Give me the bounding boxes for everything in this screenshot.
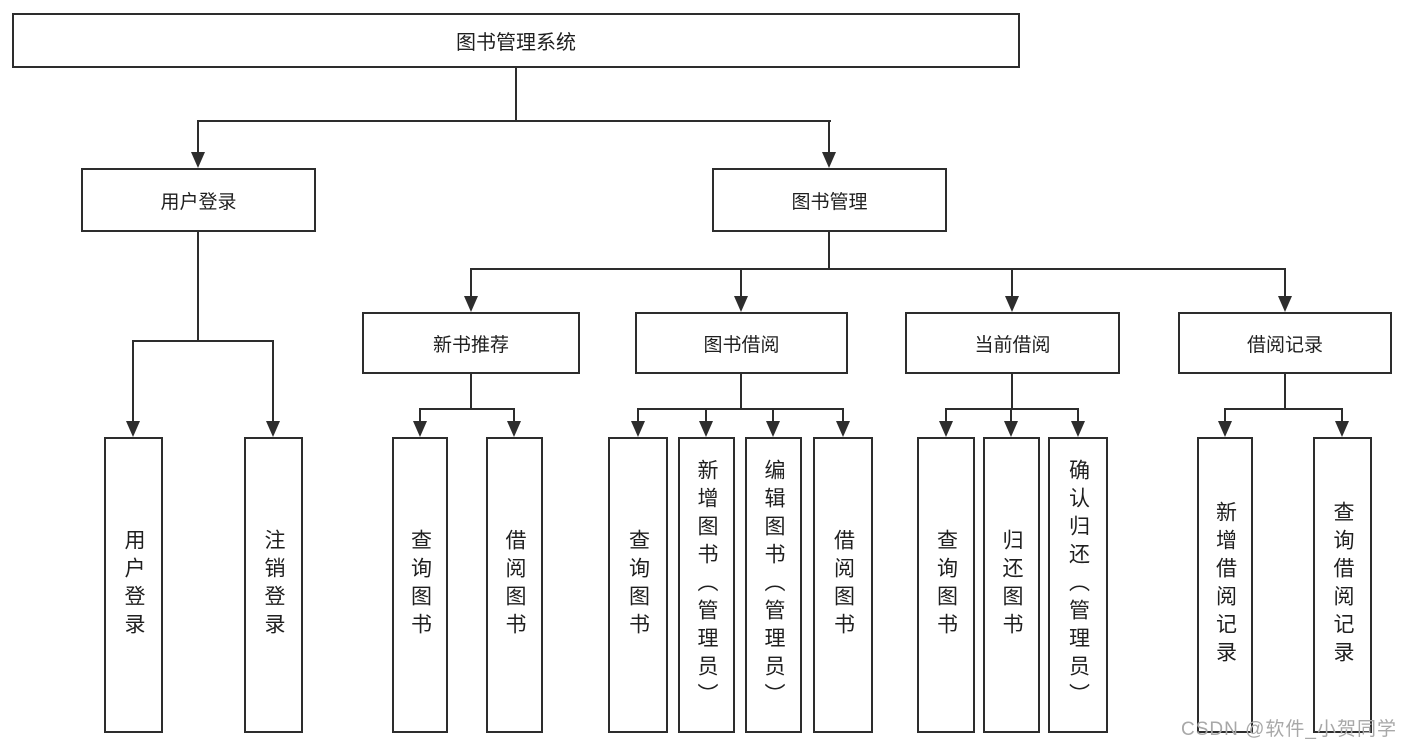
leaf-label: 注销登录 [262,529,285,641]
connector-line [132,340,273,342]
connector-line [945,408,947,422]
leaf-label: 查询借阅记录 [1331,501,1354,669]
connector-line [470,374,472,408]
node-label: 用户登录 [160,191,237,213]
leaf-label: 查询图书 [408,529,432,641]
node-label: 图书借阅 [703,334,780,356]
leaf-bb-add-books-admin: 新增图书（管理员） [678,437,735,733]
connector-line [132,340,134,422]
arrowhead-down-icon [631,421,645,437]
connector-line [1224,408,1226,422]
arrowhead-down-icon [699,421,713,437]
leaf-label: 新增借阅记录 [1213,501,1237,669]
node-book-management: 图书管理 [712,168,947,232]
node-root-library-management-system: 图书管理系统 [12,13,1020,68]
arrowhead-down-icon [191,152,205,168]
connector-line [197,232,199,340]
arrowhead-down-icon [413,421,427,437]
arrowhead-down-icon [464,296,478,312]
leaf-user-login: 用户登录 [104,437,163,733]
leaf-cb-query-books: 查询图书 [917,437,975,733]
arrowhead-down-icon [126,421,140,437]
arrowhead-down-icon [507,421,521,437]
connector-line [705,408,707,422]
leaf-cb-confirm-return-admin: 确认归还（管理员） [1048,437,1108,733]
connector-line [637,408,843,410]
leaf-bb-query-books: 查询图书 [608,437,668,733]
connector-line [1341,408,1343,422]
connector-line [1011,374,1013,408]
connector-line [1077,408,1079,422]
arrowhead-down-icon [836,421,850,437]
leaf-label: 确认归还（管理员） [1066,459,1090,711]
leaf-nbr-query-books: 查询图书 [392,437,448,733]
connector-line [1011,268,1013,296]
connector-line [1284,374,1286,408]
node-label: 图书管理 [791,191,868,213]
connector-line [515,68,517,120]
leaf-label: 新增图书（管理员） [695,459,718,711]
connector-line [637,408,639,422]
arrowhead-down-icon [1071,421,1085,437]
leaf-nbr-borrow-books: 借阅图书 [486,437,543,733]
arrowhead-down-icon [1278,296,1292,312]
connector-line [842,408,844,422]
connector-line [513,408,515,422]
node-label: 新书推荐 [432,334,509,356]
arrowhead-down-icon [266,421,280,437]
connector-line [740,268,742,296]
leaf-label: 查询图书 [934,529,958,641]
node-new-book-recommend: 新书推荐 [362,312,580,374]
arrowhead-down-icon [939,421,953,437]
connector-line [272,340,274,422]
connector-line [470,268,472,296]
arrowhead-down-icon [1335,421,1349,437]
leaf-br-query-record: 查询借阅记录 [1313,437,1372,733]
arrowhead-down-icon [822,152,836,168]
leaf-label: 借阅图书 [831,529,855,641]
leaf-label: 编辑图书（管理员） [762,459,785,711]
connector-line [419,408,515,410]
arrowhead-down-icon [1005,296,1019,312]
node-label: 图书管理系统 [456,32,576,54]
connector-line [197,120,199,154]
leaf-bb-edit-books-admin: 编辑图书（管理员） [745,437,802,733]
connector-line [828,232,830,268]
arrowhead-down-icon [766,421,780,437]
arrowhead-down-icon [1004,421,1018,437]
node-label: 借阅记录 [1246,334,1323,356]
connector-line [419,408,421,422]
node-book-borrow: 图书借阅 [635,312,848,374]
watermark: CSDN @软件_小贺同学 [1181,719,1397,740]
connector-line [772,408,774,422]
leaf-logout: 注销登录 [244,437,303,733]
connector-line [1224,408,1343,410]
connector-line [1284,268,1286,296]
arrowhead-down-icon [734,296,748,312]
connector-line [470,268,1285,270]
leaf-bb-borrow-books: 借阅图书 [813,437,873,733]
leaf-label: 查询图书 [626,529,650,641]
connector-line [828,120,830,154]
connector-line [740,374,742,408]
leaf-br-add-record: 新增借阅记录 [1197,437,1253,733]
leaf-label: 归还图书 [1000,529,1023,641]
node-user-login: 用户登录 [81,168,316,232]
leaf-cb-return-books: 归还图书 [983,437,1040,733]
node-current-borrow: 当前借阅 [905,312,1120,374]
leaf-label: 用户登录 [122,529,145,641]
node-borrow-records: 借阅记录 [1178,312,1392,374]
arrowhead-down-icon [1218,421,1232,437]
connector-line [1010,408,1012,422]
leaf-label: 借阅图书 [503,529,526,641]
connector-line [198,120,831,122]
node-label: 当前借阅 [974,334,1051,356]
